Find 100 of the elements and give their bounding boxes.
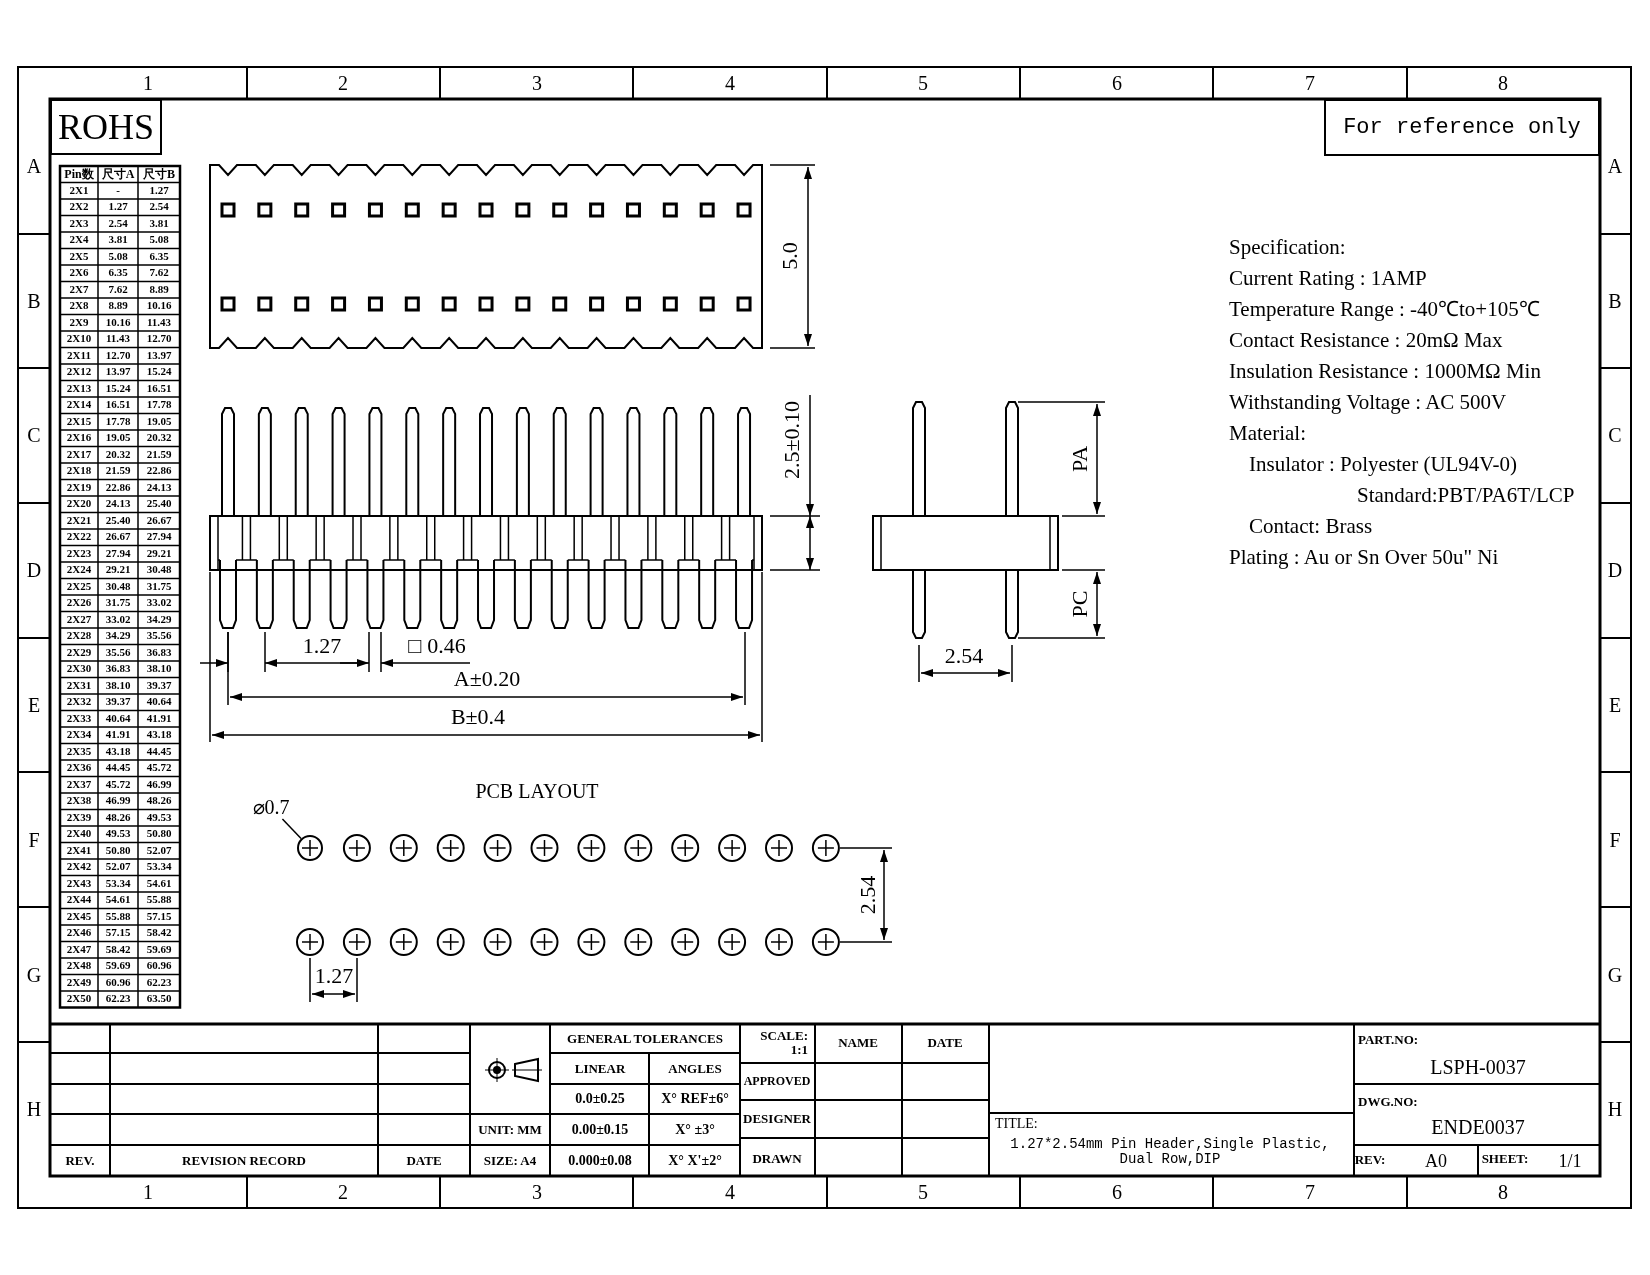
table-cell: 2X3 xyxy=(69,218,89,230)
table-cell: 17.78 xyxy=(105,416,131,428)
spec-text: Withstanding Voltage : AC 500V xyxy=(1229,391,1507,413)
table-cell: 2.54 xyxy=(108,218,128,230)
title-block-text: 1.27*2.54mm Pin Header,Single Plastic, Dual Row,DIP xyxy=(1009,1137,1331,1167)
table-cell: 2X18 xyxy=(66,465,92,477)
table-cell: 10.16 xyxy=(105,317,131,329)
table-cell: 33.02 xyxy=(105,614,131,626)
grid-reference: 5 xyxy=(918,1181,928,1203)
spec-text: Current Rating : 1AMP xyxy=(1229,267,1427,289)
table-cell: Pin数 xyxy=(64,167,94,181)
table-cell: 31.75 xyxy=(105,597,131,609)
grid-reference: G xyxy=(1607,964,1623,986)
table-cell: 2X12 xyxy=(66,366,92,378)
dimension-label: 2.54 xyxy=(944,644,984,668)
table-cell: 2X16 xyxy=(66,432,92,444)
table-cell: 41.91 xyxy=(146,713,172,725)
rohs-box: ROHS xyxy=(50,99,162,155)
table-cell: 54.61 xyxy=(105,894,131,906)
title-block-text: 1/1 xyxy=(1558,1151,1582,1171)
table-cell: 2X31 xyxy=(66,680,92,692)
table-cell: 34.29 xyxy=(105,630,131,642)
table-cell: 49.53 xyxy=(146,812,172,824)
grid-reference: F xyxy=(1609,829,1621,851)
grid-reference: 6 xyxy=(1112,72,1122,94)
title-block-text: NAME xyxy=(838,1036,878,1050)
table-cell: 2X41 xyxy=(66,845,92,857)
table-cell: 30.48 xyxy=(146,564,172,576)
table-cell: 29.21 xyxy=(146,548,172,560)
table-cell: 2X21 xyxy=(66,515,92,527)
table-cell: 22.86 xyxy=(146,465,172,477)
table-cell: 59.69 xyxy=(146,944,172,956)
table-cell: 6.35 xyxy=(108,267,128,279)
table-cell: 27.94 xyxy=(146,531,172,543)
title-block-text: X° ±3° xyxy=(675,1122,715,1138)
table-cell: 2.54 xyxy=(149,201,169,213)
table-cell: 2X1 xyxy=(69,185,89,197)
grid-reference: 2 xyxy=(338,1181,348,1203)
table-cell: 24.13 xyxy=(146,482,172,494)
table-cell: 38.10 xyxy=(146,663,172,675)
grid-reference: E xyxy=(1608,694,1622,716)
dimension-label: 1.27 xyxy=(314,964,354,988)
table-cell: 21.59 xyxy=(146,449,172,461)
table-cell: 30.48 xyxy=(105,581,131,593)
table-cell: 2X50 xyxy=(66,993,92,1005)
dimension-label: 2.54 xyxy=(856,875,880,915)
table-cell: 5.08 xyxy=(108,251,128,263)
table-cell: 1.27 xyxy=(108,201,128,213)
table-cell: 2X32 xyxy=(66,696,92,708)
title-block-text: X° REF±6° xyxy=(661,1091,729,1107)
table-cell: 43.18 xyxy=(105,746,131,758)
table-cell: 43.18 xyxy=(146,729,172,741)
table-cell: 25.40 xyxy=(146,498,172,510)
table-cell: 8.89 xyxy=(108,300,128,312)
title-block-text: X° X'±2° xyxy=(668,1153,722,1169)
title-block-text: SIZE: A4 xyxy=(483,1154,537,1168)
spec-text: Contact: Brass xyxy=(1249,515,1373,537)
grid-reference: 5 xyxy=(918,72,928,94)
table-cell: 2X14 xyxy=(66,399,92,411)
table-cell: 12.70 xyxy=(105,350,131,362)
table-cell: 34.29 xyxy=(146,614,172,626)
table-cell: 2X23 xyxy=(66,548,92,560)
grid-reference: C xyxy=(27,424,41,446)
table-cell: 13.97 xyxy=(105,366,131,378)
table-cell: 2X7 xyxy=(69,284,89,296)
title-block-text: REV. xyxy=(65,1154,95,1168)
table-cell: 6.35 xyxy=(149,251,169,263)
dimension-label: 1.27 xyxy=(302,634,342,658)
table-cell: 2X8 xyxy=(69,300,89,312)
table-cell: 2X11 xyxy=(67,350,91,362)
title-block-text: ENDE0037 xyxy=(1431,1116,1525,1138)
table-cell: 45.72 xyxy=(146,762,172,774)
table-cell: 2X42 xyxy=(66,861,92,873)
grid-reference: 3 xyxy=(532,1181,542,1203)
table-cell: 27.94 xyxy=(105,548,131,560)
table-cell: 12.70 xyxy=(146,333,172,345)
table-cell: 2X48 xyxy=(66,960,92,972)
table-cell: 2X38 xyxy=(66,795,92,807)
table-cell: 22.86 xyxy=(105,482,131,494)
grid-reference: C xyxy=(1608,424,1622,446)
table-cell: 54.61 xyxy=(146,878,172,890)
table-cell: 16.51 xyxy=(105,399,131,411)
spec-text: Insulator : Polyester (UL94V-0) xyxy=(1249,453,1518,475)
title-block-text: LSPH-0037 xyxy=(1430,1056,1526,1078)
table-cell: 20.32 xyxy=(105,449,131,461)
table-cell: 19.05 xyxy=(105,432,131,444)
table-cell: 2X26 xyxy=(66,597,92,609)
table-cell: 45.72 xyxy=(105,779,131,791)
table-cell: 17.78 xyxy=(146,399,172,411)
table-cell: 52.07 xyxy=(146,845,172,857)
spec-text: Plating : Au or Sn Over 50u" Ni xyxy=(1229,546,1499,568)
table-cell: 50.80 xyxy=(146,828,172,840)
table-cell: 15.24 xyxy=(105,383,131,395)
grid-reference: H xyxy=(1607,1098,1623,1120)
table-cell: 2X40 xyxy=(66,828,92,840)
title-block-text: DATE xyxy=(406,1154,442,1168)
title-block-text: SHEET: xyxy=(1481,1152,1529,1166)
table-cell: 20.32 xyxy=(146,432,172,444)
table-cell: 2X33 xyxy=(66,713,92,725)
table-cell: 2X45 xyxy=(66,911,92,923)
